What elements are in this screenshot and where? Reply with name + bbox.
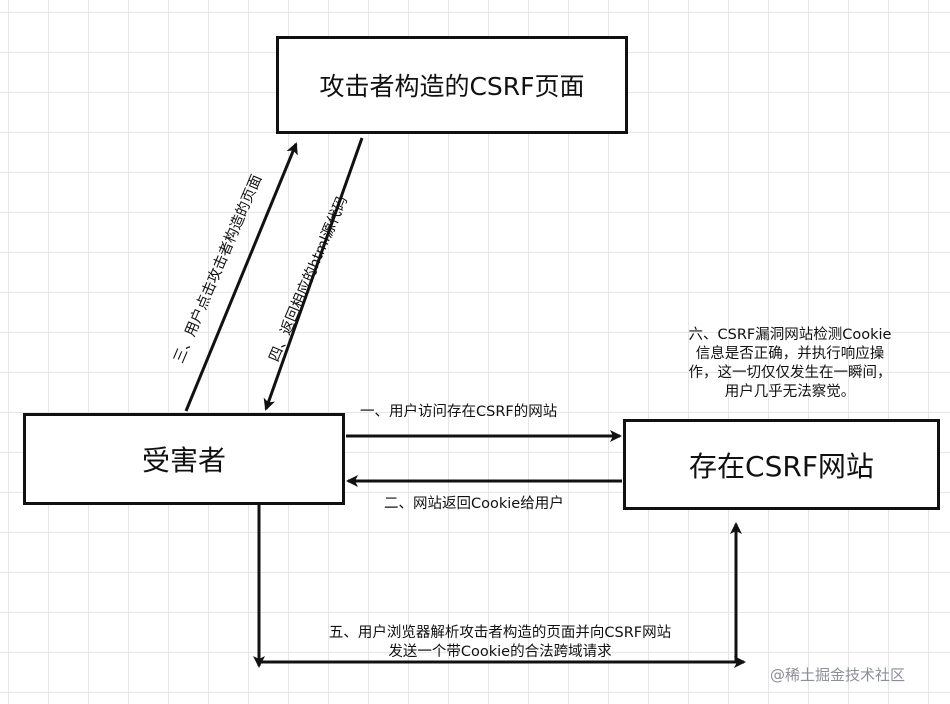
step-two-label: 二、网站返回Cookie给用户: [384, 496, 564, 512]
victim-label: 受害者: [141, 444, 226, 477]
step-six-line-2: 信息是否正确，并执行响应操: [695, 346, 885, 362]
attacker-page-label: 攻击者构造的CSRF页面: [319, 72, 585, 101]
step-five-label: 五、用户浏览器解析攻击者构造的页面并向CSRF网站 发送一个带Cookie的合法…: [260, 624, 740, 662]
step-one-label: 一、用户访问存在CSRF的网站: [360, 404, 558, 420]
step-six-line-3: 作，这一切仅仅发生在一瞬间，: [688, 365, 892, 381]
step-five-line-1: 五、用户浏览器解析攻击者构造的页面并向CSRF网站: [328, 625, 672, 641]
vulnerable-site-label: 存在CSRF网站: [689, 449, 874, 483]
vulnerable-site-box: 存在CSRF网站: [623, 419, 940, 510]
step-six-label: 六、CSRF漏洞网站检测Cookie 信息是否正确，并执行响应操 作，这一切仅仅…: [640, 326, 940, 402]
step-five-line-2: 发送一个带Cookie的合法跨域请求: [388, 644, 612, 660]
step-six-line-4: 用户几乎无法察觉。: [724, 384, 856, 400]
arrow-step-three: [184, 142, 298, 412]
victim-box: 受害者: [23, 413, 345, 505]
arrow-step-four: [263, 137, 364, 411]
watermark-text: @稀土掘金技术社区: [770, 666, 906, 684]
step-six-line-1: 六、CSRF漏洞网站检测Cookie: [688, 327, 892, 343]
attacker-page-box: 攻击者构造的CSRF页面: [276, 36, 628, 134]
